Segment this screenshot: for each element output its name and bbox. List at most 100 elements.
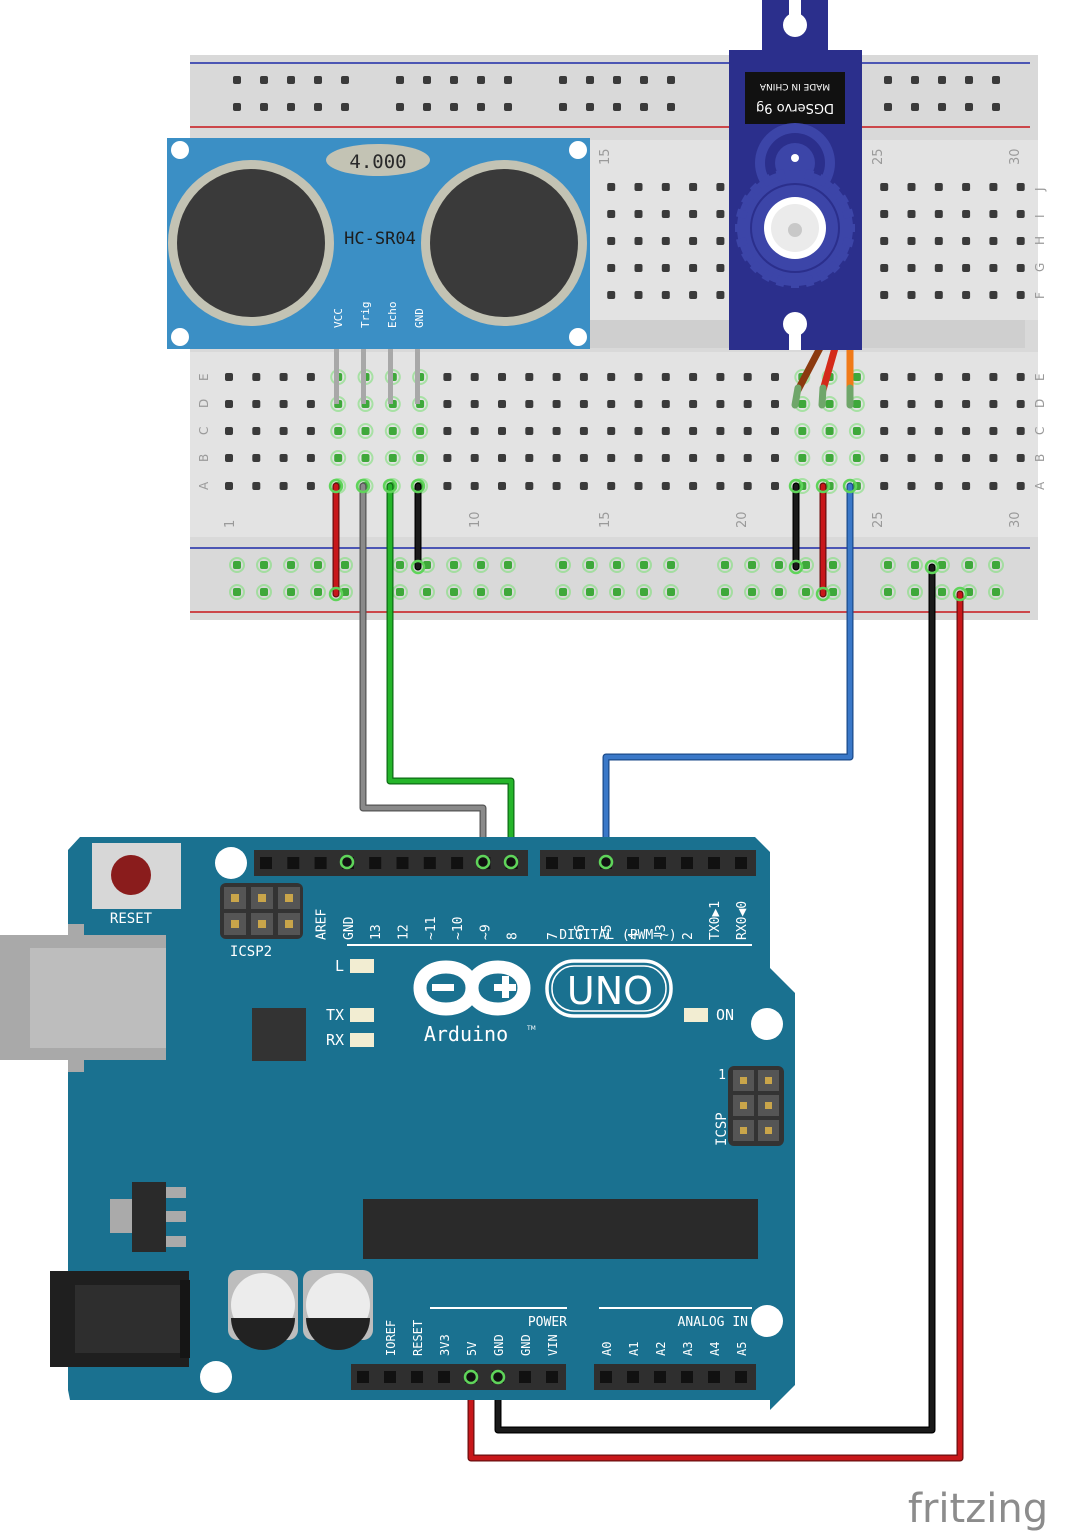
header-pin <box>546 857 558 869</box>
breadboard-hole <box>716 427 725 435</box>
breadboard-hole <box>798 400 807 408</box>
rail-hole <box>423 588 431 596</box>
breadboard-hole <box>225 482 233 490</box>
breadboard-hole <box>716 237 725 245</box>
wire-endpoint <box>328 586 344 602</box>
icsp-header <box>728 1066 784 1146</box>
breadboard-hole <box>607 427 616 435</box>
breadboard-hole <box>498 454 506 462</box>
sensor-pin-label-trig: Trig <box>359 302 372 329</box>
header-pin <box>654 857 666 869</box>
breadboard-hole <box>498 427 506 435</box>
breadboard-hole <box>962 482 971 490</box>
breadboard-hole <box>689 454 698 462</box>
arduino-board <box>68 837 795 1410</box>
breadboard-terminal-bottom <box>190 352 1038 537</box>
digital-pin-label: 2 <box>681 932 696 940</box>
breadboard-hole <box>962 454 971 462</box>
sensor-mount-hole <box>171 141 189 159</box>
breadboard-hole <box>934 454 943 462</box>
breadboard-hole <box>743 427 752 435</box>
rail-hole <box>613 76 621 84</box>
rail-hole <box>504 561 512 569</box>
breadboard-hole <box>661 183 670 191</box>
breadboard-hole <box>1016 210 1025 218</box>
header-pin <box>260 857 272 869</box>
breadboard-hole <box>498 400 506 408</box>
digital-pin-label: 7 <box>546 932 561 940</box>
breadboard-hole <box>607 482 616 490</box>
header-pin <box>627 1371 639 1383</box>
breadboard-hole <box>907 400 916 408</box>
rail-hole <box>586 588 594 596</box>
breadboard-hole <box>470 373 479 381</box>
header-pin <box>465 1371 477 1383</box>
breadboard-hole <box>443 427 452 435</box>
breadboard-hole <box>880 427 889 435</box>
rail-hole <box>992 76 1000 84</box>
breadboard-hole <box>443 482 452 490</box>
breadboard-hole <box>771 400 779 408</box>
rail-hole <box>748 561 756 569</box>
breadboard-hole <box>962 400 971 408</box>
breadboard-hole <box>771 373 779 381</box>
arduino-logo: UNO Arduino TM <box>413 959 673 1046</box>
power-pin-label: GND <box>519 1334 533 1356</box>
rail-hole <box>721 588 729 596</box>
breadboard-hole <box>1016 264 1025 272</box>
led-l-label: L <box>335 957 344 975</box>
breadboard-column-label: 25 <box>871 148 886 165</box>
breadboard-hole <box>689 237 698 245</box>
breadboard-column-label: 30 <box>1008 148 1023 165</box>
wire-trig-to-pin9 <box>360 483 486 865</box>
rail-hole <box>341 561 349 569</box>
breadboard-row-label: J <box>1033 187 1047 192</box>
breadboard-hole <box>962 427 971 435</box>
reset-button-cap[interactable] <box>111 855 151 895</box>
breadboard-hole <box>470 400 479 408</box>
rail-hole <box>233 76 241 84</box>
breadboard-hole <box>334 454 343 462</box>
header-pin <box>654 1371 666 1383</box>
rail-hole <box>314 588 322 596</box>
breadboard-hole <box>689 373 698 381</box>
led-l <box>350 959 374 973</box>
breadboard-hole <box>934 427 943 435</box>
rail-hole <box>314 561 322 569</box>
rail-hole <box>640 103 648 111</box>
breadboard-hole <box>443 454 452 462</box>
breadboard-column-label: 10 <box>468 511 483 528</box>
wire-endpoint <box>339 854 355 870</box>
rail-hole <box>287 561 295 569</box>
breadboard-hole <box>771 482 779 490</box>
wire-endpoint <box>815 586 831 602</box>
header-pin <box>546 1371 558 1383</box>
digital-pin-label: ~11 <box>424 917 439 940</box>
rail-hole <box>911 76 919 84</box>
wire-endpoint <box>463 1369 479 1385</box>
digital-pin-label: AREF <box>315 909 330 940</box>
icsp-pin1-label: 1 <box>718 1068 726 1083</box>
breadboard-hole <box>880 291 889 299</box>
led-tx <box>350 1008 374 1022</box>
breadboard-row-label: D <box>1033 399 1047 408</box>
breadboard-hole <box>880 482 889 490</box>
breadboard-hole <box>225 454 233 462</box>
breadboard-column-label: 30 <box>1008 511 1023 528</box>
rail-hole <box>260 103 268 111</box>
breadboard-holes <box>225 76 1025 600</box>
breadboard-column-label: 15 <box>598 148 613 165</box>
breadboard-hole <box>962 373 971 381</box>
breadboard-hole <box>1016 291 1025 299</box>
breadboard-hole <box>552 454 561 462</box>
rail-hole <box>640 561 648 569</box>
rail-hole <box>260 588 268 596</box>
model-label: UNO <box>567 969 653 1013</box>
breadboard-hole <box>661 427 670 435</box>
breadboard-hole <box>525 373 534 381</box>
breadboard-column-label: 15 <box>598 511 613 528</box>
breadboard-hole <box>743 454 752 462</box>
